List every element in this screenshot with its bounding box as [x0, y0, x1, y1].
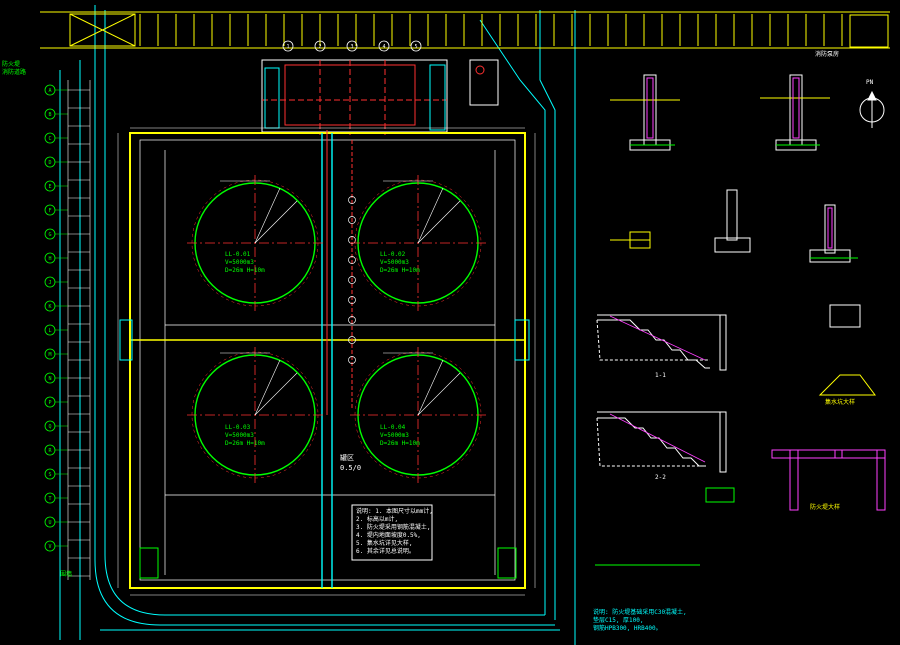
building-axis-bubble	[282, 40, 294, 52]
tank-1-code: LL-0.01	[225, 251, 251, 258]
left-note-1: 防火堤	[2, 61, 21, 68]
tank-3-vol: V=5000m3	[225, 432, 254, 439]
building-axis-bubble	[378, 40, 390, 52]
tank-4-code: LL-0.04	[380, 424, 406, 431]
top-left-cross	[69, 13, 136, 47]
left-axis-markers: A B C D E F G H J K L M N P Q R S T U V	[44, 84, 68, 552]
pipe-bubble	[348, 216, 356, 224]
tank-2-dim: D=26m H=10m	[380, 267, 420, 274]
bund-corner-steps	[119, 319, 530, 579]
row-axis-label: E	[48, 184, 51, 190]
tank-2-code: LL-0.02	[380, 251, 406, 258]
row-axis-label: C	[48, 136, 51, 142]
storage-tank	[187, 175, 323, 311]
section-1-label: 1-1	[655, 372, 666, 379]
row-axis-label: F	[48, 208, 51, 214]
wall-detail-label: 防火堤大样	[810, 504, 841, 511]
building-axis-bubble	[410, 40, 422, 52]
notes-line-2: 2. 标高以m计,	[356, 516, 399, 523]
pump-house	[261, 59, 499, 135]
center-tag-1: 罐区	[340, 454, 354, 462]
row-axis-label: G	[48, 232, 51, 238]
row-axis-label: Q	[48, 424, 51, 430]
row-axis-label: R	[48, 448, 52, 454]
center-tag-2: 0.5/0	[340, 464, 362, 472]
pit-detail-label: 集水坑大样	[825, 399, 856, 406]
row-axis-label: A	[48, 88, 51, 94]
site-road-lines	[59, 5, 576, 645]
building-axis-label: 3	[350, 44, 353, 50]
notes-line-3: 3. 防火堤采用钢筋混凝土,	[356, 524, 431, 531]
pipe-bubble	[348, 236, 356, 244]
row-axis-label: L	[48, 328, 51, 334]
bottom-note-2: 垫层C15, 厚100,	[593, 617, 644, 624]
pipe-bubble	[348, 316, 356, 324]
tank-3-dim: D=26m H=10m	[225, 440, 265, 447]
north-arrow-icon	[859, 90, 885, 128]
building-axis-bubble	[346, 40, 358, 52]
building-axis-label: 4	[382, 44, 385, 50]
tank-1-vol: V=5000m3	[225, 259, 254, 266]
tank-4-dim: D=26m H=10m	[380, 440, 420, 447]
pipe-bubble	[348, 356, 356, 364]
row-axis-label: U	[48, 520, 51, 526]
storage-tank	[350, 175, 486, 311]
notes-line-6: 6. 其余详见总说明。	[356, 548, 415, 555]
pipe-bubble	[348, 276, 356, 284]
notes-line-4: 4. 堤内地面坡度0.5%,	[356, 532, 421, 539]
building-axis-label: 1	[286, 44, 289, 50]
detail-drawings	[595, 74, 886, 566]
row-axis-label: P	[48, 400, 51, 406]
row-axis-label: B	[48, 112, 51, 118]
left-wall-grid	[67, 80, 91, 580]
row-axis-label: T	[48, 496, 51, 502]
section-2-label: 2-2	[655, 474, 666, 481]
notes-line-5: 5. 集水坑详见大样,	[356, 540, 413, 547]
top-fence	[40, 11, 890, 49]
row-axis-label: S	[48, 472, 51, 478]
north-label: PN	[866, 79, 874, 86]
notes-box	[351, 504, 433, 561]
bottom-note-1: 说明: 防火堤基础采用C30混凝土,	[593, 609, 687, 616]
building-axis-label: 2	[318, 44, 321, 50]
row-axis-label: H	[48, 256, 51, 262]
tank-3-code: LL-0.03	[225, 424, 251, 431]
tank-4-vol: V=5000m3	[380, 432, 409, 439]
storage-tank	[350, 347, 486, 483]
building-axis-label: 5	[414, 44, 417, 50]
building-axis-bubbles: 1 2 3 4 5	[282, 40, 422, 52]
bottom-note-3: 钢筋HPB300, HRB400。	[593, 625, 662, 632]
pipe-bubble	[348, 196, 356, 204]
pipe-bubble	[348, 256, 356, 264]
row-axis-label: K	[48, 304, 51, 310]
notes-line-1: 说明: 1. 本图尺寸以mm计,	[356, 508, 433, 515]
row-axis-label: N	[48, 376, 51, 382]
tank-2-vol: V=5000m3	[380, 259, 409, 266]
pipe-bubble	[348, 296, 356, 304]
pipe-bubble	[348, 336, 356, 344]
pipe-rack	[326, 130, 356, 415]
tank-1-dim: D=26m H=10m	[225, 267, 265, 274]
building-axis-bubble	[314, 40, 326, 52]
row-axis-label: J	[48, 280, 51, 286]
top-right-note: 消防泵房	[815, 51, 840, 58]
row-axis-label: M	[48, 352, 51, 358]
dimension-lines	[117, 127, 536, 596]
storage-tank	[187, 347, 323, 483]
left-note-2: 消防道路	[2, 69, 27, 76]
left-note-3: 围墙	[60, 571, 73, 578]
row-axis-label: D	[48, 160, 51, 166]
row-axis-label: V	[48, 544, 51, 550]
